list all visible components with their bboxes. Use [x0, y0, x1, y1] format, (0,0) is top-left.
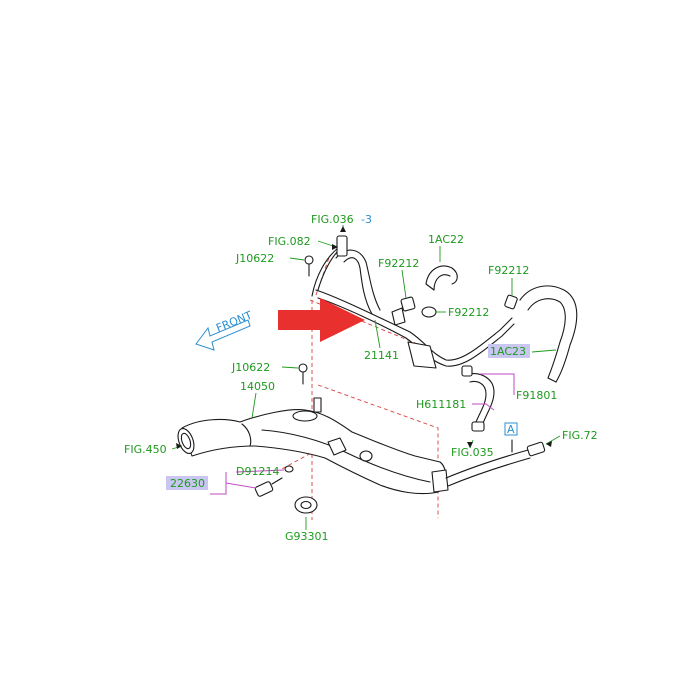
gasket-g93301 — [294, 496, 318, 514]
highlight-22630 — [166, 476, 208, 490]
label-1ac23: 1AC23 — [490, 345, 526, 358]
label-fig-036[interactable]: FIG.036 — [311, 213, 354, 226]
label-fig-082[interactable]: FIG.082 — [268, 235, 311, 248]
hose-1ac22 — [425, 265, 458, 291]
label-j10622-top: J10622 — [235, 252, 274, 265]
label-fig-035[interactable]: FIG.035 — [451, 446, 494, 459]
label-ref-a: A — [507, 423, 515, 436]
washer-d91214 — [284, 465, 294, 473]
label-14050: 14050 — [240, 380, 275, 393]
pipe-fig72 — [445, 439, 546, 487]
bolt-j10622-top — [304, 255, 314, 277]
front-label: FRONT — [214, 309, 254, 335]
front-direction-arrow — [195, 319, 251, 351]
label-f92212-a: F92212 — [378, 257, 419, 270]
hose-f91801 — [461, 365, 495, 432]
sensor-22630 — [254, 477, 283, 497]
label-j10622-bottom: J10622 — [231, 361, 270, 374]
part-labels: FIG.036 -3 FIG.082 J10622 1AC22 F92212 F… — [124, 213, 598, 543]
label-f92212-c: F92212 — [448, 306, 489, 319]
label-1ac22: 1AC22 — [428, 233, 464, 246]
label-22630: 22630 — [170, 477, 205, 490]
label-f91801: F91801 — [516, 389, 557, 402]
label-fig-72[interactable]: FIG.72 — [562, 429, 598, 442]
upper-hose — [335, 235, 381, 315]
label-fig-450[interactable]: FIG.450 — [124, 443, 167, 456]
red-pointer-arrow — [278, 298, 365, 342]
fig-arrowheads — [176, 226, 552, 449]
label-g93301: G93301 — [285, 530, 329, 543]
label-21141: 21141 — [364, 349, 399, 362]
bolt-j10622-bottom — [298, 363, 308, 385]
label-d91214: D91214 — [236, 465, 279, 478]
ref-a-box — [504, 422, 518, 436]
label-f92212-b: F92212 — [488, 264, 529, 277]
label-fig-036-suffix: -3 — [361, 213, 372, 226]
label-h611181: H611181 — [416, 398, 466, 411]
highlight-1ac23 — [488, 344, 530, 358]
hose-1ac23 — [519, 285, 578, 383]
intake-manifold-14050 — [177, 397, 449, 495]
